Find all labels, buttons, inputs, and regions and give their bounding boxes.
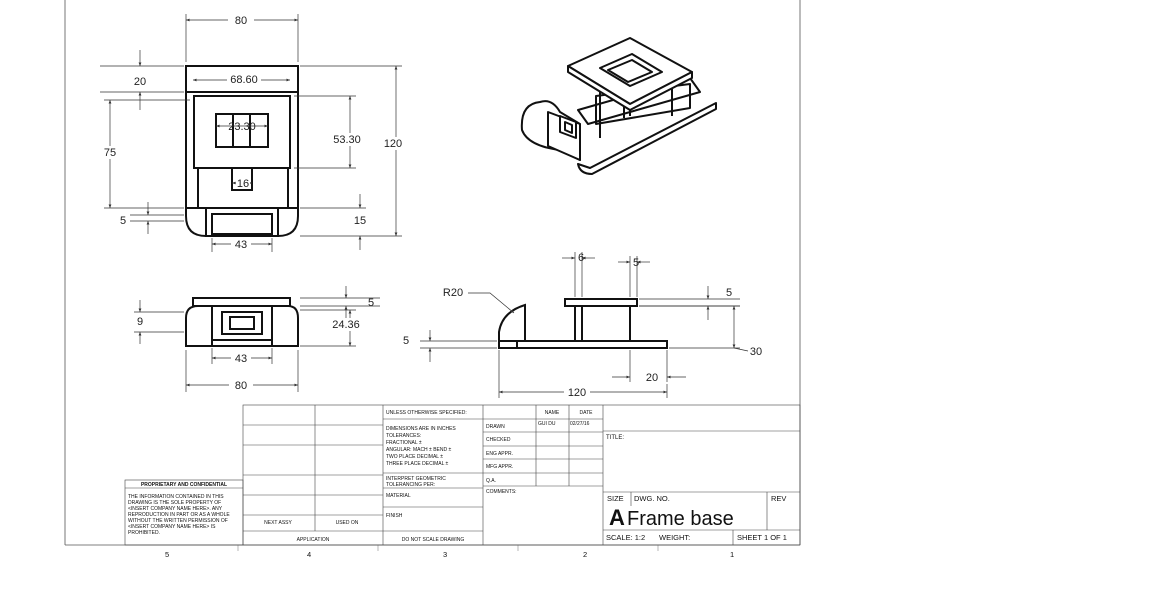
dim-text: 5	[633, 257, 639, 269]
top-view-dimension-lines	[100, 14, 402, 252]
dim-text: 6	[578, 252, 584, 264]
finish-label: FINISH	[386, 513, 403, 519]
do-not-scale-label: DO NOT SCALE DRAWING	[402, 537, 465, 543]
top-view-outline	[185, 65, 299, 237]
dim-text: 75	[104, 147, 116, 159]
proprietary-line: REPRODUCTION IN PART OR AS A WHOLE	[128, 512, 230, 518]
size-value: A	[609, 505, 625, 530]
comments-label: COMMENTS:	[486, 489, 517, 495]
zone-label: 1	[730, 550, 734, 559]
unless-specified-label: UNLESS OTHERWISE SPECIFIED:	[386, 410, 467, 416]
tolerance-line: FRACTIONAL ±	[386, 440, 422, 446]
isometric-view	[520, 37, 717, 175]
proprietary-line: WITHOUT THE WRITTEN PERMISSION OF	[128, 518, 228, 524]
dim-text: 16	[237, 178, 249, 190]
dim-text: 53.30	[333, 134, 361, 146]
front-view: 5 9 24.36 43 80	[134, 286, 380, 392]
zone-label: 4	[307, 550, 311, 559]
row-label: CHECKED	[486, 437, 511, 443]
title-block: PROPRIETARY AND CONFIDENTIAL THE INFORMA…	[124, 404, 801, 546]
zone-label: 5	[165, 550, 169, 559]
side-view: R20 6 5 5 5 30 20 120	[403, 252, 762, 399]
next-assy-label: NEXT ASSY	[264, 520, 292, 526]
zone-labels: 5 4 3 2 1	[165, 550, 734, 559]
top-view: 80 68.60 20 75 23.30 53.30 120 16 5 15 4…	[100, 14, 410, 252]
proprietary-line: PROHIBITED.	[128, 530, 160, 536]
proprietary-line: <INSERT COMPANY NAME HERE> IS	[128, 524, 216, 530]
proprietary-line: THE INFORMATION CONTAINED IN THIS	[128, 494, 224, 500]
sheet-label: SHEET 1 OF 1	[737, 533, 787, 542]
rev-label: REV	[771, 494, 786, 503]
interpret-line: TOLERANCING PER:	[386, 482, 435, 488]
dwg-no-label: DWG. NO.	[634, 494, 670, 503]
zone-markers	[237, 545, 659, 551]
dim-text: 5	[120, 215, 126, 227]
scale-label: SCALE: 1:2	[606, 533, 645, 542]
side-view-dimension-texts: R20 6 5 5 5 30 20 120	[403, 252, 762, 399]
tolerance-line: TOLERANCES:	[386, 433, 421, 439]
dim-text: 120	[384, 138, 402, 150]
tolerance-line: TWO PLACE DECIMAL ±	[386, 454, 443, 460]
title-label: TITLE:	[606, 435, 624, 441]
top-view-dimension-texts: 80 68.60 20 75 23.30 53.30 120 16 5 15 4…	[100, 14, 410, 251]
dim-text: 68.60	[230, 74, 258, 86]
date-column-header: DATE	[580, 410, 594, 416]
row-label: DRAWN	[486, 424, 505, 430]
zone-label: 3	[443, 550, 447, 559]
title-block-grid	[124, 404, 801, 546]
dim-text: 120	[568, 387, 586, 399]
dim-text: 5	[726, 287, 732, 299]
zone-label: 2	[583, 550, 587, 559]
proprietary-heading: PROPRIETARY AND CONFIDENTIAL	[141, 482, 227, 488]
front-view-outline	[185, 297, 299, 347]
tolerance-line: ANGULAR: MACH ± BEND ±	[386, 447, 451, 453]
dim-text: 30	[750, 346, 762, 358]
row-label: Q.A.	[486, 478, 496, 484]
used-on-label: USED ON	[336, 520, 359, 526]
dim-text: 5	[368, 297, 374, 309]
tolerance-line: THREE PLACE DECIMAL ±	[386, 461, 449, 467]
size-label: SIZE	[607, 494, 624, 503]
dim-text: 20	[134, 76, 146, 88]
name-column-header: NAME	[545, 410, 560, 416]
dim-text: 15	[354, 215, 366, 227]
interpret-line: INTERPRET GEOMETRIC	[386, 476, 446, 482]
dim-text: 9	[137, 316, 143, 328]
material-label: MATERIAL	[386, 493, 411, 499]
dim-text: R20	[443, 287, 463, 299]
dim-text: 24.36	[332, 319, 360, 331]
row-date: 02/27/16	[570, 421, 590, 427]
row-label: ENG APPR.	[486, 451, 513, 457]
dim-text: 80	[235, 15, 247, 27]
drawing-name: Frame base	[627, 508, 734, 530]
dim-text: 5	[403, 335, 409, 347]
tolerance-line: DIMENSIONS ARE IN INCHES	[386, 426, 456, 432]
side-view-dimension-lines	[420, 252, 749, 398]
dim-text: 43	[235, 239, 247, 251]
proprietary-line: <INSERT COMPANY NAME HERE>. ANY	[128, 506, 223, 512]
dim-text: 43	[235, 353, 247, 365]
dim-text: 23.30	[228, 121, 256, 133]
dim-text: 80	[235, 380, 247, 392]
proprietary-line: DRAWING IS THE SOLE PROPERTY OF	[128, 500, 221, 506]
row-label: MFG APPR.	[486, 464, 513, 470]
application-label: APPLICATION	[297, 537, 330, 543]
row-name: GUI DU	[538, 421, 556, 427]
side-view-outline	[498, 298, 668, 349]
weight-label: WEIGHT:	[659, 533, 690, 542]
front-view-dimension-texts: 5 9 24.36 43 80	[137, 297, 374, 392]
dim-text: 20	[646, 372, 658, 384]
